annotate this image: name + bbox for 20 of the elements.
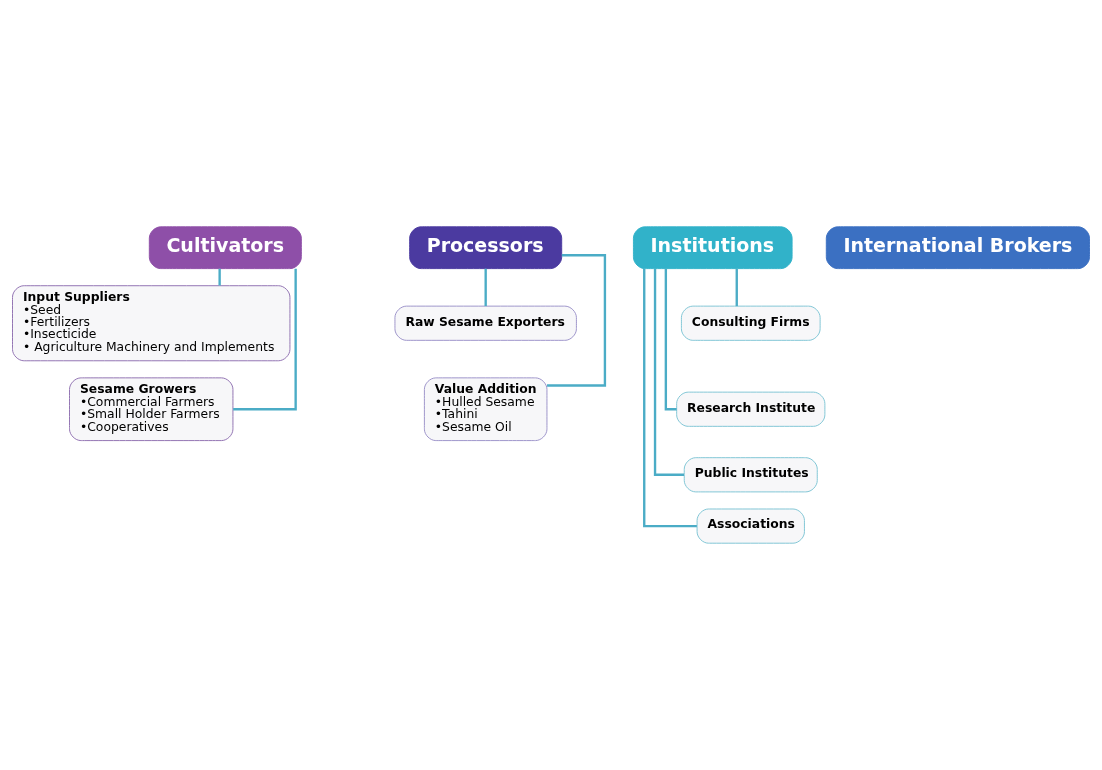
connector xyxy=(233,268,297,411)
node-box: Institutions xyxy=(632,226,793,270)
node-box: Value Addition •Hulled Sesame •Tahini •Sesame Oil xyxy=(423,377,548,442)
node-box: Raw Sesame Exporters xyxy=(394,305,577,341)
node-box: Associations xyxy=(696,508,805,544)
connector xyxy=(653,268,684,476)
connector xyxy=(484,268,487,307)
connector xyxy=(643,268,697,528)
node-box: Processors xyxy=(409,226,563,270)
connector xyxy=(664,268,677,411)
connector xyxy=(547,254,607,387)
node-box: Input Suppliers •Seed •Fertilizers •Insecticide • Agriculture Machinery and Implements xyxy=(12,285,291,362)
connector xyxy=(218,268,221,286)
node-box: Consulting Firms xyxy=(680,305,821,341)
node-box: International Brokers xyxy=(825,226,1090,270)
connector xyxy=(735,268,738,307)
node-box: Public Institutes xyxy=(683,457,818,493)
node-box: Cultivators xyxy=(148,226,302,270)
node-box: Sesame Growers •Commercial Farmers •Small Holder Farmers •Cooperatives xyxy=(69,377,234,442)
node-box: Research Institute xyxy=(676,391,826,427)
